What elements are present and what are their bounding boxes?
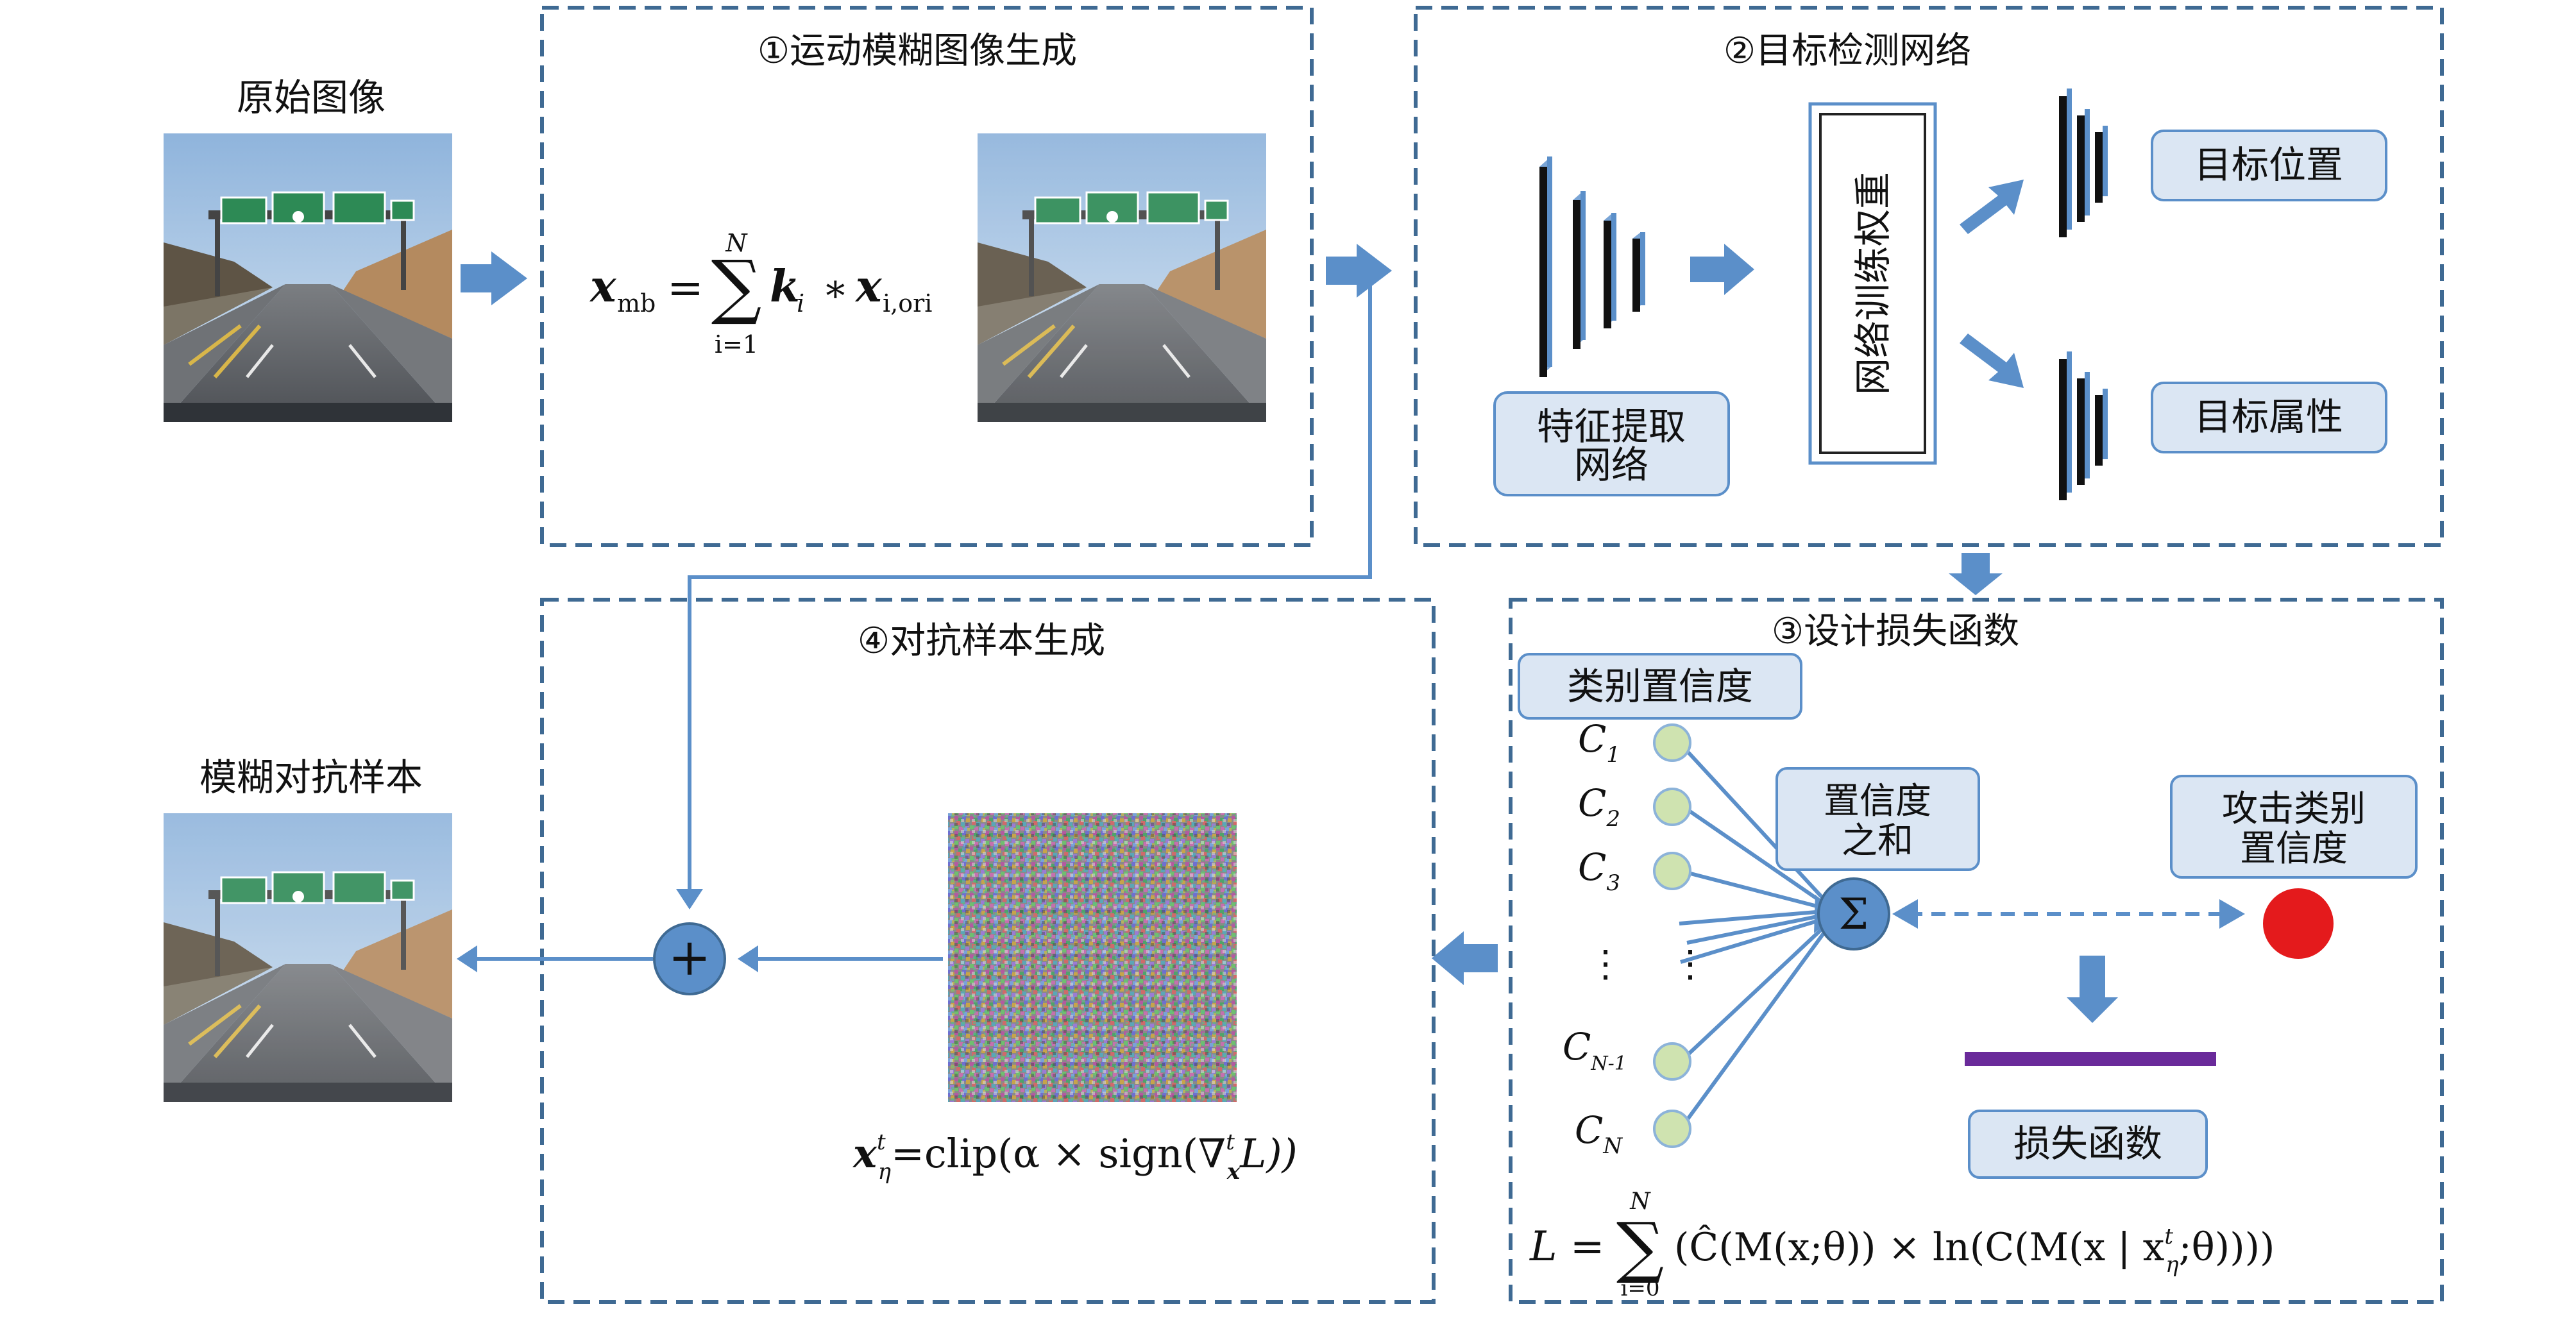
panel-title-3: ③设计损失函数 [1772,611,2019,652]
attack-conf-box [2170,775,2418,879]
panel-motion-blur [540,6,1314,547]
arrow-blur-to-detection [1326,244,1392,298]
feature-net-box [1493,391,1730,496]
svg-text:C3: C3 [1578,845,1620,896]
original-image-label: 原始图像 [237,76,386,119]
blurred-image [978,133,1266,422]
class-node-c2 [1653,788,1691,826]
panel-adversarial-generation [540,598,1436,1304]
arrow-loss-to-adversarial [1432,931,1498,985]
panel-loss-design [1509,598,2444,1304]
plus-node-icon: + [653,922,726,995]
perturbation-noise-image [948,813,1237,1102]
svg-text:N: N [725,229,748,257]
svg-text:⋮: ⋮ [1672,942,1709,985]
svg-text:CN: CN [1575,1108,1623,1159]
target-attribute-label: 目标属性 [2194,395,2343,439]
conf-sum-label-1: 置信度 [1824,781,1931,822]
class-confidence-label: 类别置信度 [1567,664,1753,708]
blur-image-connector [688,273,1372,891]
svg-text:x: x [854,261,883,312]
loss-function-box [1968,1110,2208,1179]
class-confidence-box [1518,653,1802,720]
target-attribute-box [2151,382,2387,453]
adversarial-output-image [164,813,452,1102]
loss-bar [1965,1052,2216,1066]
target-position-label: 目标位置 [2194,143,2343,187]
svg-text:C2: C2 [1578,781,1620,832]
arrow-detection-to-loss [1949,553,2003,595]
svg-text:i,ori: i,ori [883,289,932,317]
svg-text:k: k [770,261,800,312]
class-node-cn1 [1653,1042,1691,1081]
class-node-circles [1653,723,1691,1148]
svg-text:x: x [589,261,617,312]
svg-text:=: = [667,263,704,314]
arrow-to-loss-bar [2067,956,2118,1023]
svg-text:i: i [797,289,804,317]
svg-text:xtη=clip(α × sign(∇txL)): xtη=clip(α × sign(∇txL)) [852,1129,1298,1185]
panel-title-2: ②目标检测网络 [1724,30,1971,72]
panel-detection-network [1414,6,2444,547]
sum-symbol: ∑ [711,245,762,327]
feature-net-label-2: 网络 [1574,443,1648,487]
arrow-features-to-weights [1690,244,1754,295]
svg-text:∑: ∑ [1616,1208,1664,1286]
arrow-original-to-blur [461,251,527,305]
svg-text:L =: L = [1529,1223,1604,1271]
weights-box [1808,102,1937,465]
svg-text:+: + [668,927,711,987]
panel-title-1: ①运动模糊图像生成 [758,30,1077,72]
attack-class-node [2263,888,2334,959]
target-position-box [2151,130,2387,201]
attack-conf-label-2: 置信度 [2240,828,2348,870]
conf-sum-label-2: 之和 [1842,820,1913,862]
class-node-cn [1653,1110,1691,1148]
blur-formula: x mb = N ∑ i=1 k i ∗ x i,ori [589,229,932,359]
svg-text:(Ĉ(M(x;θ)) × ln(C(M(x | xtη;θ): (Ĉ(M(x;θ)) × ln(C(M(x | xtη;θ)))) [1674,1224,2275,1278]
arrow-weights-to-position [1960,180,2024,234]
svg-text:N: N [1629,1188,1651,1215]
svg-text:⋮: ⋮ [1587,942,1624,985]
svg-text:i=1: i=1 [715,330,758,359]
svg-text:mb: mb [617,289,656,317]
position-head-layers [2059,89,2108,237]
original-image [164,133,452,422]
arrow-weights-to-attribute [1960,334,2024,388]
svg-text:Σ: Σ [1839,890,1869,939]
feature-net-label-1: 特征提取 [1537,405,1686,448]
conf-sum-box [1775,767,1980,871]
attack-conf-label-1: 攻击类别 [2222,788,2366,830]
class-labels: C1 C2 C3 ⋮ ⋮ CN-1 CN [1563,717,1709,1159]
loss-function-label: 损失函数 [2013,1122,2162,1165]
svg-text:∗: ∗ [822,266,849,311]
panel-title-4: ④对抗样本生成 [858,620,1105,662]
dashed-bidirectional-arrow [1892,899,2245,929]
weights-label: 网络训练权重 [1851,172,1895,395]
feature-extractor-layers [1539,156,1645,377]
class-to-sum-edges [1679,742,1836,1130]
sigma-node-icon: Σ [1817,877,1890,950]
class-node-c1 [1653,723,1691,762]
blurred-adversarial-label: 模糊对抗样本 [199,756,423,799]
class-node-c3 [1653,852,1691,890]
attribute-head-layers [2059,351,2108,500]
svg-text:CN-1: CN-1 [1563,1025,1627,1075]
svg-text:C1: C1 [1578,717,1620,768]
svg-text:i=0: i=0 [1621,1276,1660,1301]
